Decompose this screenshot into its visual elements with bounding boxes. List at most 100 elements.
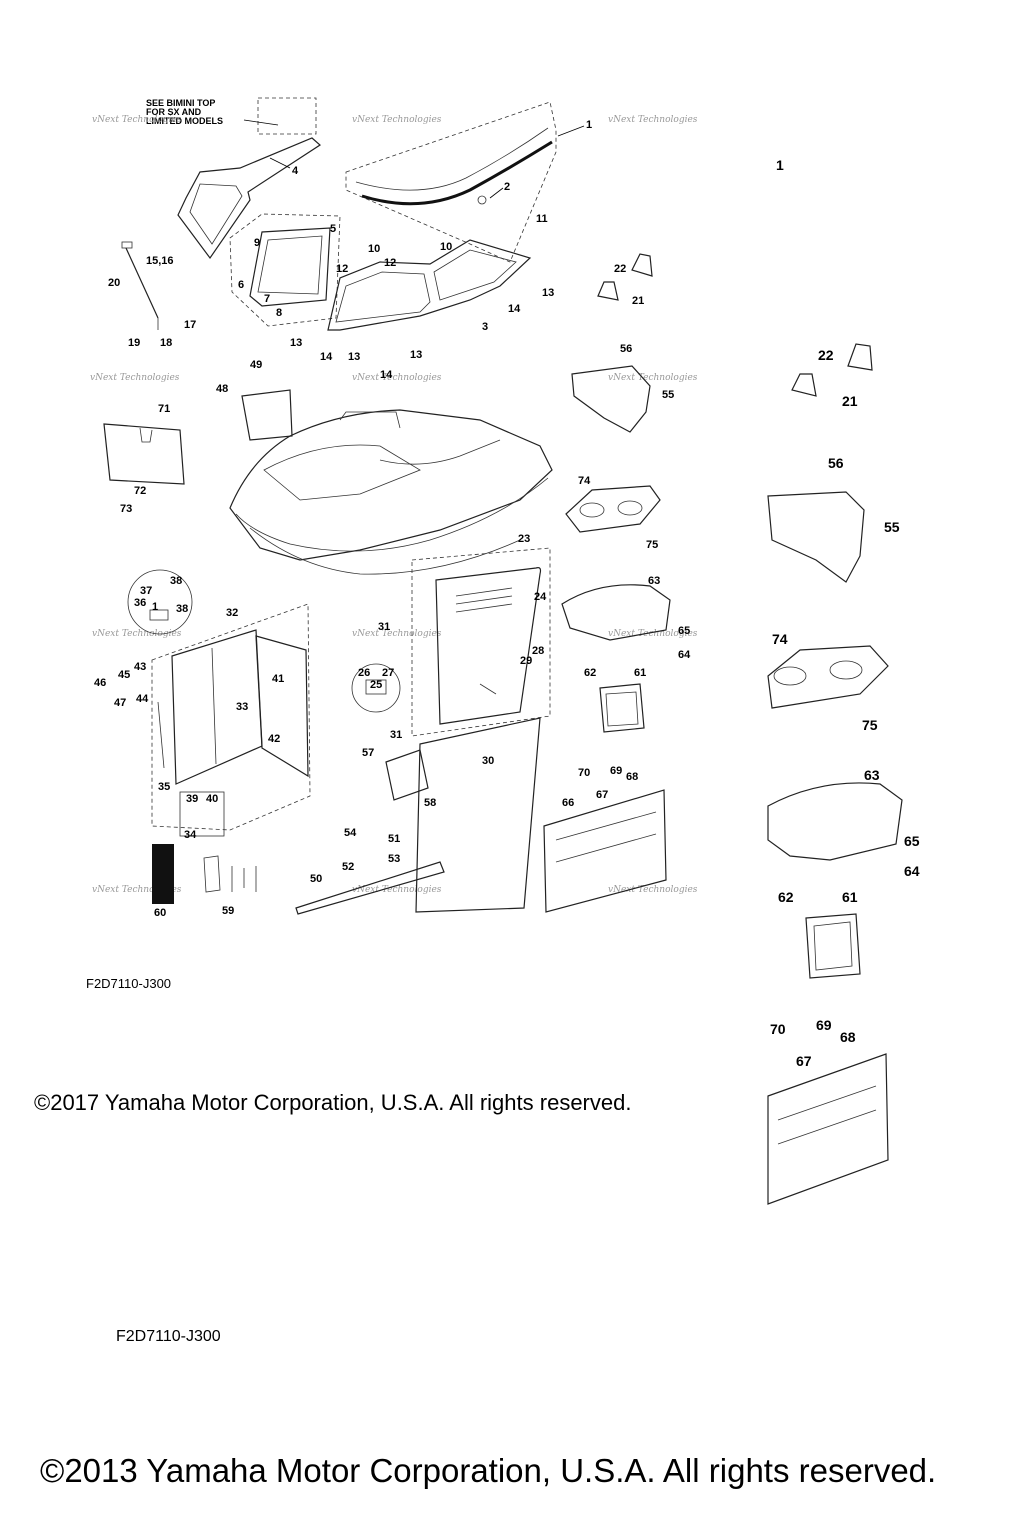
- callout-3: 3: [482, 321, 488, 333]
- callout-41: 41: [272, 673, 284, 685]
- callout-38b: 38: [176, 603, 188, 615]
- callout-40: 40: [206, 793, 218, 805]
- side-panel-66-part: [767, 1053, 889, 1205]
- side-callout-62: 62: [778, 889, 794, 905]
- side-cushion-55-part: [767, 491, 865, 583]
- backrest-74-part: [565, 485, 661, 533]
- callout-32: 32: [226, 607, 238, 619]
- hatch-61-part: [599, 683, 645, 733]
- watermark-7: vNext Technologies: [92, 629, 182, 639]
- bimini-note-line3: LIMITED MODELS: [146, 116, 223, 126]
- watermark-3: vNext Technologies: [608, 115, 698, 125]
- side-callout-61: 61: [842, 889, 858, 905]
- callout-5: 5: [330, 223, 336, 235]
- copyright-small: ©2017 Yamaha Motor Corporation, U.S.A. A…: [34, 1090, 632, 1115]
- callout-10a: 10: [368, 243, 380, 255]
- callout-35: 35: [158, 781, 170, 793]
- callout-42: 42: [268, 733, 280, 745]
- callout-48: 48: [216, 383, 228, 395]
- callout-69: 69: [610, 765, 622, 777]
- side-windshield-part: [327, 239, 532, 331]
- callout-22: 22: [614, 263, 626, 275]
- side-callout-69: 69: [816, 1017, 832, 1033]
- side-callout-1: 1: [776, 157, 784, 173]
- diagram-code-small: F2D7110-J300: [86, 976, 172, 991]
- side-callout-65: 65: [904, 833, 920, 849]
- callout-27: 27: [382, 667, 394, 679]
- callout-14a: 14: [508, 303, 521, 315]
- strut-part: [121, 241, 159, 330]
- callout-18: 18: [160, 337, 172, 349]
- watermark-6: vNext Technologies: [608, 373, 698, 383]
- callout-71: 71: [158, 403, 170, 415]
- callout-61: 61: [634, 667, 646, 679]
- side-callout-63: 63: [864, 767, 880, 783]
- seat-63-part: [561, 584, 671, 641]
- side-callout-68: 68: [840, 1029, 856, 1045]
- mat-part: [103, 423, 185, 485]
- seal-30-part: [415, 717, 541, 913]
- watermark-2: vNext Technologies: [352, 115, 442, 125]
- callout-65: 65: [678, 625, 690, 637]
- watermark-8: vNext Technologies: [352, 629, 442, 639]
- bimini-note-line1: SEE BIMINI TOP: [146, 98, 215, 108]
- watermark-11: vNext Technologies: [352, 885, 442, 895]
- callout-23: 23: [518, 533, 530, 545]
- cooler-part: [241, 389, 293, 441]
- callout-74: 74: [578, 475, 591, 487]
- copyright-large: ©2013 Yamaha Motor Corporation, U.S.A. A…: [40, 1452, 937, 1489]
- callout-54: 54: [344, 827, 357, 839]
- watermark-5: vNext Technologies: [352, 373, 442, 383]
- callout-13c: 13: [348, 351, 360, 363]
- latch-inset: [127, 569, 193, 635]
- watermark-4: vNext Technologies: [90, 373, 180, 383]
- callout-55: 55: [662, 389, 674, 401]
- callout-64: 64: [678, 649, 691, 661]
- callout-49: 49: [250, 359, 262, 371]
- boat-hull: [229, 409, 553, 575]
- callout-52: 52: [342, 861, 354, 873]
- callout-10b: 10: [440, 241, 452, 253]
- callout-13b: 13: [290, 337, 302, 349]
- callout-67: 67: [596, 789, 608, 801]
- callout-47: 47: [114, 697, 126, 709]
- callout-73: 73: [120, 503, 132, 515]
- door-group-part: [411, 547, 551, 737]
- callout-46: 46: [94, 677, 106, 689]
- callout-25: 25: [370, 679, 382, 691]
- callout-14b: 14: [320, 351, 333, 363]
- callout-50: 50: [310, 873, 322, 885]
- watermarks: vNext Technologies vNext Technologies vN…: [90, 115, 698, 895]
- callout-2: 2: [504, 181, 510, 193]
- windshield-glass-part: [229, 213, 341, 327]
- callout-14c: 14: [380, 369, 393, 381]
- side-seat-63-part: [767, 782, 903, 861]
- callout-30: 30: [482, 755, 494, 767]
- callout-inset-1: 1: [152, 601, 158, 613]
- side-callout-74: 74: [772, 631, 788, 647]
- callout-75: 75: [646, 539, 658, 551]
- callout-53: 53: [388, 853, 400, 865]
- callout-56: 56: [620, 343, 632, 355]
- callout-38a: 38: [170, 575, 182, 587]
- callout-13d: 13: [410, 349, 422, 361]
- callout-21: 21: [632, 295, 644, 307]
- side-callout-67: 67: [796, 1053, 812, 1069]
- callout-59: 59: [222, 905, 234, 917]
- side-callout-22: 22: [818, 347, 834, 363]
- label-60-part: [152, 844, 174, 904]
- callout-33: 33: [236, 701, 248, 713]
- callout-62: 62: [584, 667, 596, 679]
- rail-part: [345, 101, 557, 263]
- callout-20: 20: [108, 277, 120, 289]
- diagram-code-large: F2D7110-J300: [116, 1328, 221, 1345]
- callout-24: 24: [534, 591, 547, 603]
- callout-57: 57: [362, 747, 374, 759]
- hardware-59-part: [203, 855, 257, 893]
- callout-45: 45: [118, 669, 130, 681]
- callout-17: 17: [184, 319, 196, 331]
- callout-7: 7: [264, 293, 270, 305]
- callout-72: 72: [134, 485, 146, 497]
- side-callout-75: 75: [862, 717, 878, 733]
